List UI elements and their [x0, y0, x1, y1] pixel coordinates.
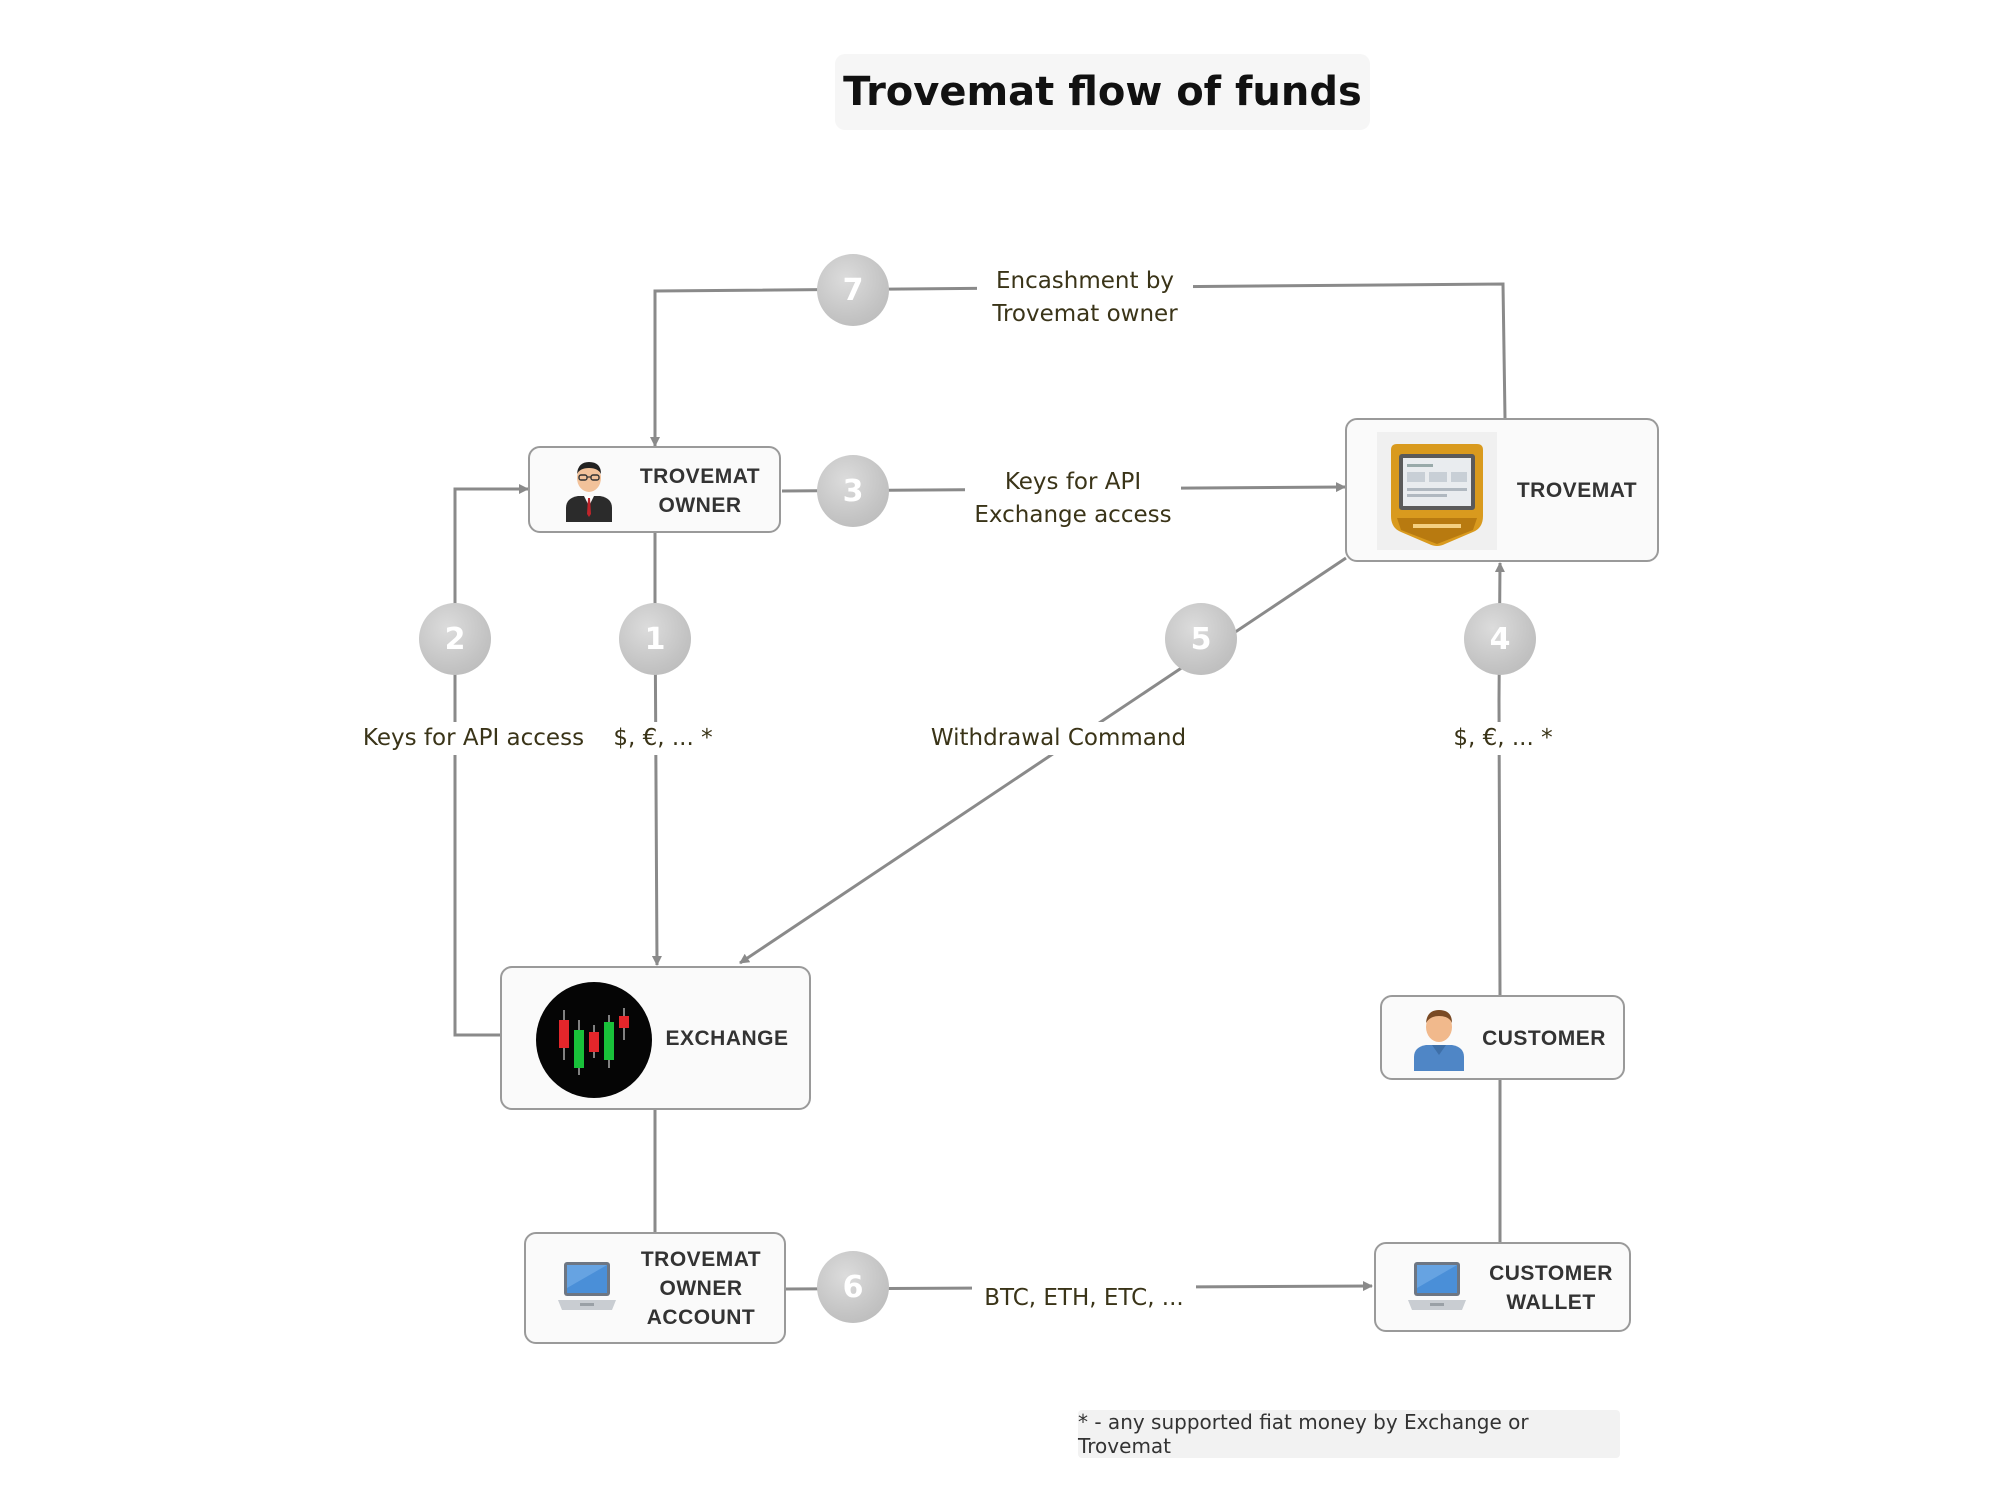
laptop-icon	[558, 1262, 616, 1310]
person-icon	[1414, 1010, 1464, 1071]
node-label-customer-wallet: CUSTOMER WALLET	[1489, 1262, 1613, 1314]
node-label-customer: CUSTOMER	[1482, 1027, 1606, 1050]
node-owner-account[interactable]: TROVEMAT OWNER ACCOUNT	[524, 1232, 786, 1344]
step-badge-6: 6	[817, 1251, 889, 1323]
step-label-2: Keys for API access	[353, 722, 594, 755]
node-label-trovemat: TROVEMAT	[1516, 479, 1638, 502]
step-badge-3: 3	[817, 455, 889, 527]
node-trovemat[interactable]: TROVEMAT	[1345, 418, 1659, 562]
connector-step-2	[453, 484, 529, 1037]
step-label-4: $, €, ... *	[1440, 722, 1566, 755]
diagram-title: Trovemat flow of funds	[835, 54, 1370, 130]
step-badge-1: 1	[619, 603, 691, 675]
node-label-owner-account: TROVEMAT OWNER ACCOUNT	[640, 1248, 762, 1329]
connector-step-5	[739, 556, 1347, 965]
step-label-6: BTC, ETH, ETC, ...	[972, 1282, 1196, 1315]
step-badge-5: 5	[1165, 603, 1237, 675]
laptop-icon	[1408, 1262, 1466, 1310]
node-customer-wallet[interactable]: CUSTOMER WALLET	[1374, 1242, 1631, 1332]
step-badge-7: 7	[817, 254, 889, 326]
atm-kiosk-icon	[1377, 432, 1497, 550]
step-label-7: Encashment by Trovemat owner	[977, 265, 1193, 331]
node-exchange[interactable]: EXCHANGE	[500, 966, 811, 1110]
connector-step-1	[651, 533, 662, 966]
step-badge-2: 2	[419, 603, 491, 675]
step-label-5: Withdrawal Command	[918, 722, 1199, 755]
step-badge-4: 4	[1464, 603, 1536, 675]
candlestick-chart-icon	[536, 982, 652, 1098]
footnote: * - any supported fiat money by Exchange…	[1078, 1410, 1620, 1458]
node-trovemat-owner[interactable]: TROVEMAT OWNER	[528, 446, 781, 533]
step-label-3: Keys for API Exchange access	[965, 466, 1181, 532]
businessman-icon	[566, 462, 612, 522]
step-label-1: $, €, ... *	[600, 722, 726, 755]
node-label-exchange: EXCHANGE	[665, 1027, 789, 1050]
node-label-trovemat-owner: TROVEMAT OWNER	[639, 465, 761, 517]
node-customer[interactable]: CUSTOMER	[1380, 995, 1625, 1080]
